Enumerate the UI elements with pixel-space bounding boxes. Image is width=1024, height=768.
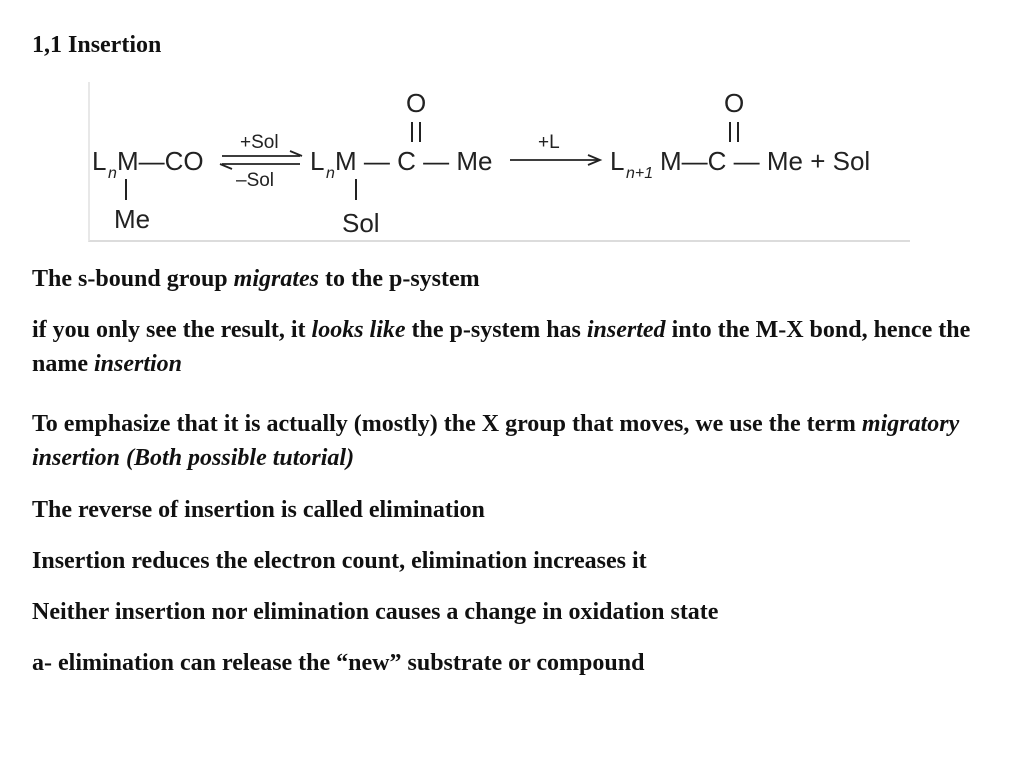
start-n-subscript: n (108, 165, 117, 182)
statement-insertion-text-2: the p-system has (405, 317, 587, 343)
mid-Sol-label: Sol (342, 208, 380, 238)
statement-alpha-elimination: a- elimination can release the “new” sub… (32, 650, 645, 676)
statement-oxidation-state: Neither insertion nor elimination causes… (32, 599, 719, 625)
reaction-scheme: L n M—CO Me +Sol –Sol L n M — C — Me O S… (88, 82, 910, 242)
equilibrium-bottom-label: –Sol (236, 170, 274, 191)
statement-elimination: The reverse of insertion is called elimi… (32, 497, 485, 523)
slide-title: 1,1 Insertion (32, 32, 162, 58)
mid-n-subscript: n (326, 165, 335, 182)
arrow-label: +L (538, 132, 560, 153)
statement-insertion-emphasis-3: insertion (94, 351, 183, 377)
mid-L-label: L (310, 146, 324, 176)
reaction-scheme-svg: L n M—CO Me +Sol –Sol L n M — C — Me O S… (92, 88, 870, 238)
statement-migration-emphasis: migrates (233, 266, 319, 292)
statement-electron-count: Insertion reduces the electron count, el… (32, 548, 647, 574)
statement-insertion-text-3: into the M-X bond, hence the name (32, 317, 971, 377)
prod-subscript: n+1 (626, 165, 653, 182)
statement-insertion-name: if you only see the result, it looks lik… (32, 313, 972, 381)
statement-migratory-emphasis: migratory insertion (Both possible tutor… (32, 411, 960, 471)
mid-O-label: O (406, 88, 426, 118)
statement-insertion-emphasis-1: looks like (311, 317, 406, 343)
statement-migration-text-end: to the p-system (319, 266, 480, 292)
mid-chain-label: M — C — Me (335, 146, 492, 176)
statement-migratory-insertion: To emphasize that it is actually (mostly… (32, 407, 972, 475)
start-L-label: L (92, 146, 106, 176)
prod-chain-label: M—C — Me + Sol (660, 146, 870, 176)
equilibrium-reverse-barb (219, 163, 233, 170)
statement-insertion-emphasis-2: inserted (586, 317, 666, 343)
statement-migration-text: The s-bound group (32, 266, 234, 292)
equilibrium-top-label: +Sol (240, 132, 279, 153)
reaction-arrow-head (587, 154, 603, 166)
start-M-CO-label: M—CO (117, 146, 204, 176)
statement-migratory-text: To emphasize that it is actually (mostly… (32, 411, 862, 437)
statement-migration: The s-bound group migrates to the p-syst… (32, 262, 972, 296)
equilibrium-forward-barb (289, 150, 303, 157)
statement-insertion-text-1: if you only see the result, it (32, 317, 312, 343)
prod-O-label: O (724, 88, 744, 118)
prod-L-label: L (610, 146, 624, 176)
start-Me-label: Me (114, 204, 150, 234)
